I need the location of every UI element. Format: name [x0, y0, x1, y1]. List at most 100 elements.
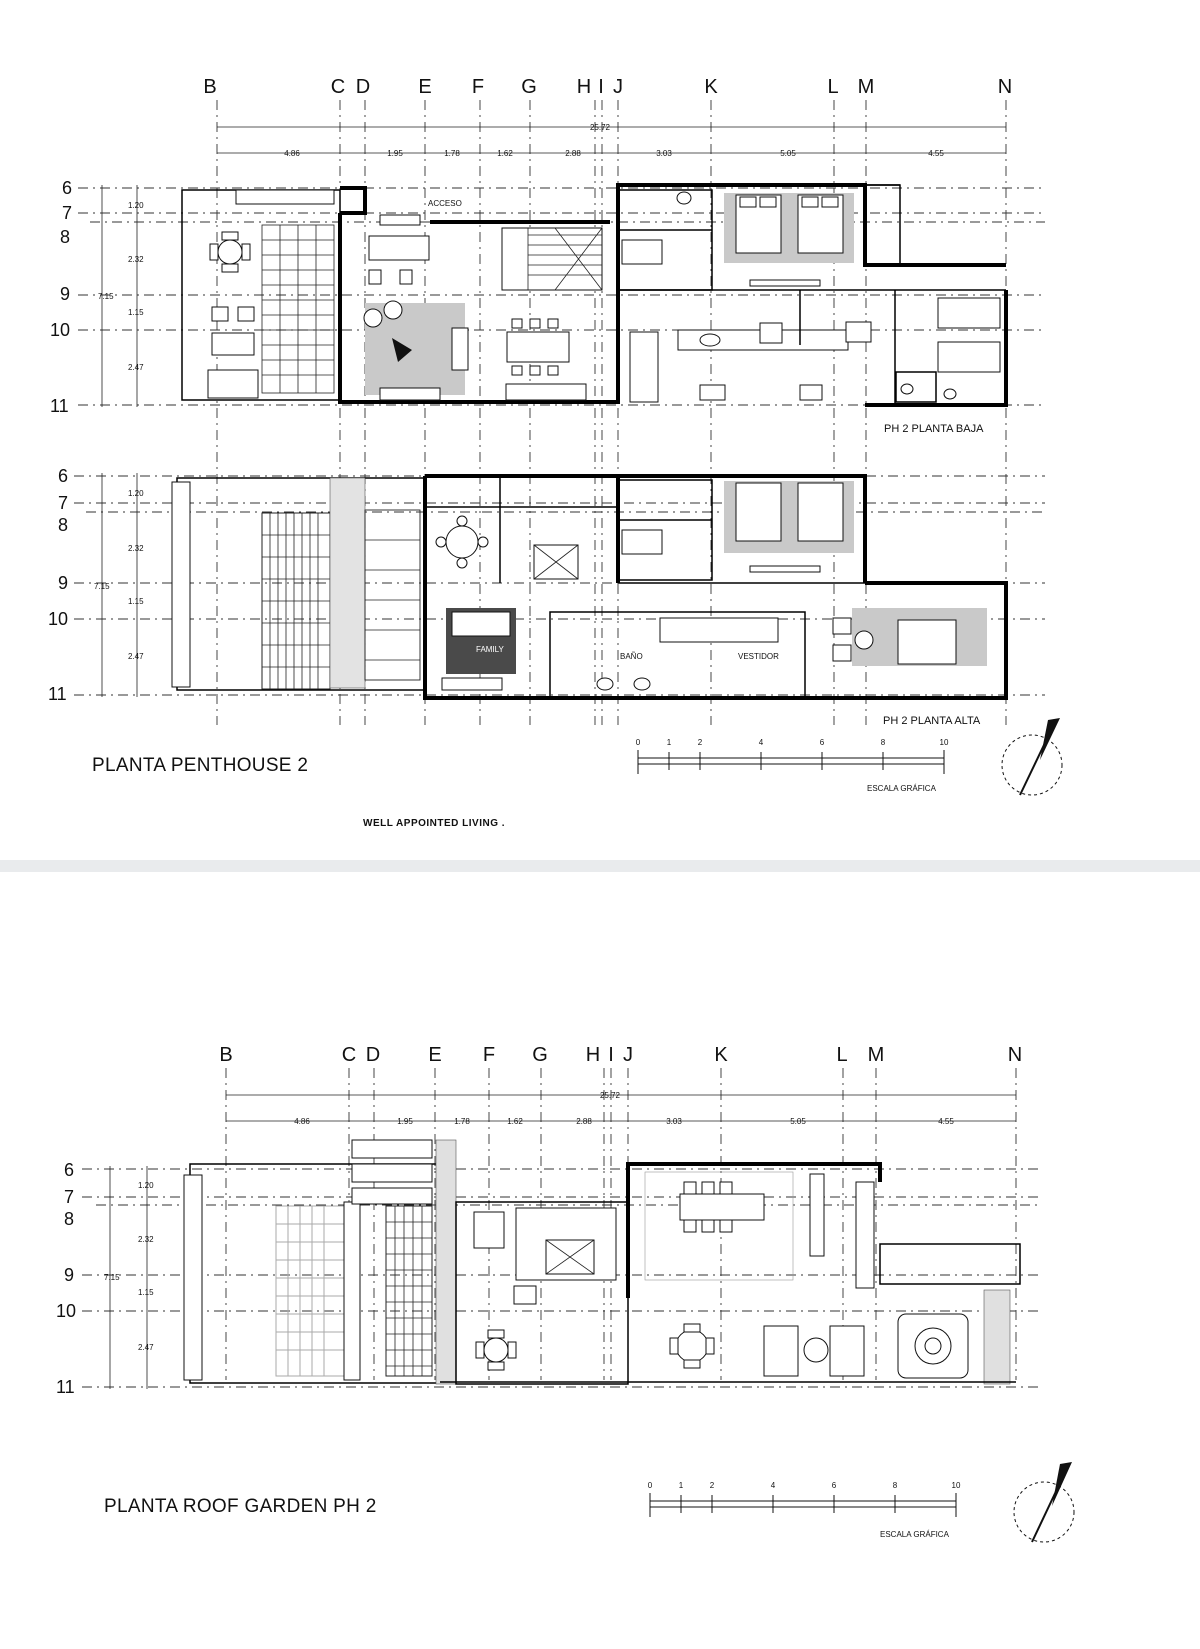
axis-K: K	[704, 76, 718, 98]
row-9-alta: 9	[58, 573, 68, 593]
dim-J-K: 3.03	[656, 149, 672, 158]
row-9-roof: 9	[64, 1265, 74, 1285]
row-dim-3-alta: 1.15	[128, 597, 144, 606]
row-dim-1-baja: 1.20	[128, 201, 144, 210]
scale-tick-0-roof: 0	[648, 1481, 653, 1490]
axis-G: G	[521, 76, 537, 98]
row-7-baja: 7	[62, 203, 72, 223]
row-10-baja: 10	[50, 320, 70, 340]
axis-J-roof: J	[623, 1044, 633, 1066]
axis-I-roof: I	[608, 1044, 614, 1066]
stairs-baja	[501, 227, 603, 291]
dim-M-N-roof: 4.55	[938, 1117, 954, 1126]
dim-D-E: 1.95	[387, 149, 403, 158]
scale-tick-6: 6	[820, 738, 825, 747]
scale-tick-2-roof: 2	[710, 1481, 715, 1490]
column-axis-labels-roof: B C D E F G H I J K L M N	[219, 1044, 1022, 1066]
scale-caption-sheet1: ESCALA GRÁFICA	[867, 784, 937, 793]
axis-H: H	[577, 76, 591, 98]
axis-L-roof: L	[836, 1044, 847, 1066]
axis-M: M	[858, 76, 875, 98]
row-11-alta: 11	[48, 684, 67, 704]
scale-bar-sheet2: 0 1 2 4 6 8 10 ESCALA GRÁFICA	[648, 1481, 961, 1539]
bed-icon	[735, 194, 844, 254]
row-8-roof: 8	[64, 1209, 74, 1229]
dim-G-H: 2.88	[565, 149, 581, 158]
scale-caption-sheet2: ESCALA GRÁFICA	[880, 1530, 950, 1539]
plan-baja: 6 7 8 9 10 11 7.15 1.20 2.32 1.15 2.47	[50, 178, 1045, 435]
north-arrow-icon	[1001, 718, 1063, 796]
entrance-label: ACCESO	[428, 199, 462, 208]
axis-I: I	[598, 76, 604, 98]
pergola-slats-gray	[275, 1205, 345, 1377]
tagline: WELL APPOINTED LIVING .	[363, 818, 505, 829]
round-table-icon	[669, 1323, 715, 1369]
pergola-slats-alta	[261, 512, 331, 690]
dim-F-G: 1.62	[497, 149, 513, 158]
scale-tick-6-roof: 6	[832, 1481, 837, 1490]
row-6-alta: 6	[58, 466, 68, 486]
round-table-icon	[209, 231, 251, 273]
axis-F: F	[472, 76, 484, 98]
dim-E-F: 1.78	[444, 149, 460, 158]
total-width-dim-roof: 25.72	[600, 1091, 621, 1100]
axis-D-roof: D	[366, 1044, 380, 1066]
scale-tick-1: 1	[667, 738, 672, 747]
scale-tick-1-roof: 1	[679, 1481, 684, 1490]
scale-tick-10-roof: 10	[952, 1481, 961, 1490]
axis-E-roof: E	[428, 1044, 441, 1066]
depth-dim-roof: 7.15	[104, 1273, 120, 1282]
axis-C: C	[331, 76, 345, 98]
dim-B-C: 4.86	[284, 149, 300, 158]
dim-E-F-roof: 1.78	[454, 1117, 470, 1126]
plan-alta-label: PH 2 PLANTA ALTA	[883, 715, 981, 727]
row-11-baja: 11	[50, 396, 69, 416]
axis-E: E	[418, 76, 431, 98]
row-dim-2-alta: 2.32	[128, 544, 144, 553]
jacuzzi-icon	[897, 1313, 969, 1379]
row-dim-1-roof: 1.20	[138, 1181, 154, 1190]
pergola-slats-dark	[385, 1205, 433, 1377]
row-8-alta: 8	[58, 515, 68, 535]
axis-H-roof: H	[586, 1044, 600, 1066]
scale-bar-sheet1: 0 1 2 4 6 8 10 ESCALA GRÁFICA	[636, 738, 949, 793]
scale-tick-0: 0	[636, 738, 641, 747]
scale-tick-8: 8	[881, 738, 886, 747]
axis-L: L	[827, 76, 838, 98]
total-width-dim: 25.72	[590, 123, 611, 132]
axis-N-roof: N	[1008, 1044, 1022, 1066]
row-6-roof: 6	[64, 1160, 74, 1180]
scale-tick-4: 4	[759, 738, 764, 747]
row-9-baja: 9	[60, 284, 70, 304]
axis-J: J	[613, 76, 623, 98]
scale-tick-8-roof: 8	[893, 1481, 898, 1490]
dim-G-H-roof: 2.88	[576, 1117, 592, 1126]
axis-B: B	[203, 76, 216, 98]
axis-M-roof: M	[868, 1044, 885, 1066]
row-dim-2-baja: 2.32	[128, 255, 144, 264]
row-8-baja: 8	[60, 227, 70, 247]
sheet2-title: PLANTA ROOF GARDEN PH 2	[104, 1496, 377, 1517]
dim-J-K-roof: 3.03	[666, 1117, 682, 1126]
axis-B-roof: B	[219, 1044, 232, 1066]
dim-K-L-roof: 5.05	[790, 1117, 806, 1126]
depth-dim-baja: 7.15	[98, 292, 114, 301]
row-10-alta: 10	[48, 609, 68, 629]
scale-tick-2: 2	[698, 738, 703, 747]
axis-G-roof: G	[532, 1044, 548, 1066]
row-6-baja: 6	[62, 178, 72, 198]
scale-tick-10: 10	[940, 738, 949, 747]
row-dim-4-baja: 2.47	[128, 363, 144, 372]
dim-K-L: 5.05	[780, 149, 796, 158]
top-dimensions: 25.72 4.86 1.95 1.78 1.62 2.88 3.03 5.05…	[217, 123, 1006, 158]
penthouse-drawing: B C D E F G H I J K L M N 25.72 4.86 1.9…	[48, 76, 1063, 829]
sheet-roof-garden: B C D E F G H I J K L M N 25.72 4.86 1.9…	[0, 872, 1200, 1649]
row-7-alta: 7	[58, 493, 68, 513]
family-room-label: FAMILY	[476, 645, 505, 654]
top-dimensions-roof: 25.72 4.86 1.95 1.78 1.62 2.88 3.03 5.05…	[226, 1091, 1016, 1126]
dim-M-N: 4.55	[928, 149, 944, 158]
column-axis-labels: B C D E F G H I J K L M N	[203, 76, 1012, 98]
round-table-icon	[475, 1329, 517, 1371]
row-dim-2-roof: 2.32	[138, 1235, 154, 1244]
pergola-slats-baja	[261, 224, 335, 394]
